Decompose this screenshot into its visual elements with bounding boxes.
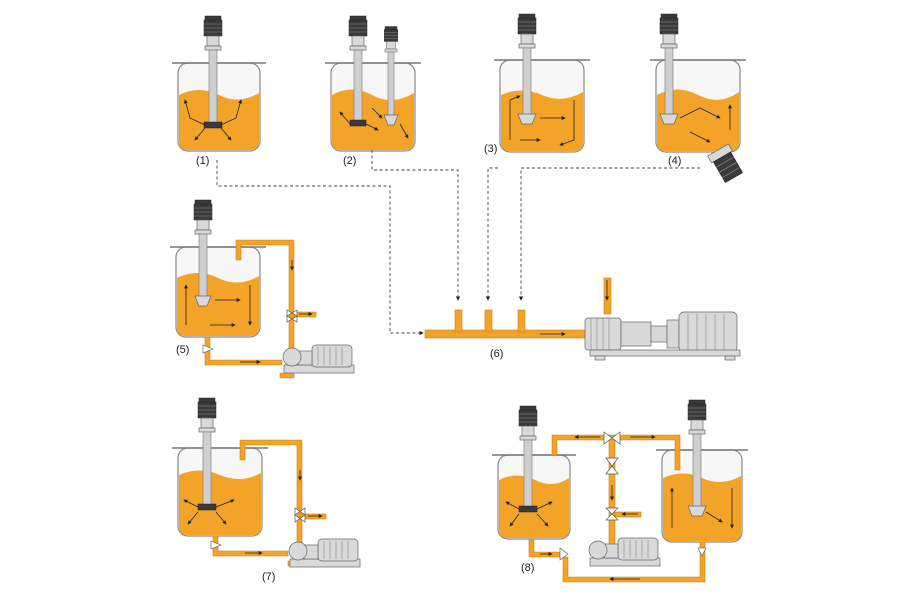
label-8: (8) (521, 562, 534, 574)
label-4: (4) (668, 155, 681, 167)
valve-icon (603, 431, 621, 445)
agitator-icon (203, 121, 223, 129)
motor-icon (659, 13, 679, 49)
valve-icon (559, 547, 569, 561)
tank-8-left (492, 405, 576, 540)
valve-icon (210, 540, 222, 550)
inline-mixer-manifold (424, 277, 741, 361)
valve-icon (202, 344, 214, 354)
label-5: (5) (176, 344, 189, 356)
pipe-network-8 (528, 431, 707, 583)
tank-2 (325, 15, 421, 152)
motor-icon (348, 15, 368, 51)
dashed-connections (216, 150, 700, 336)
propeller-icon (517, 113, 537, 125)
motor-icon (197, 397, 217, 433)
agitator-icon (518, 505, 538, 513)
bottom-mixer-icon (707, 143, 744, 184)
valve-icon (697, 547, 707, 557)
propeller-icon (659, 113, 679, 125)
tank-1 (172, 15, 266, 152)
label-1: (1) (196, 155, 209, 167)
label-2: (2) (343, 155, 356, 167)
pump-icon (288, 538, 361, 568)
tank-5 (170, 199, 266, 338)
propeller-icon (383, 114, 399, 126)
label-7: (7) (262, 571, 275, 583)
motor-icon (517, 13, 537, 49)
tank-7 (172, 397, 268, 537)
pump-icon (282, 344, 355, 374)
motor-icon (383, 26, 399, 53)
propeller-icon (194, 295, 212, 307)
pump-icon (588, 537, 661, 567)
motor-icon (193, 199, 213, 235)
pipe-loop-7 (210, 439, 327, 567)
motor-icon (518, 405, 538, 441)
motor-icon (203, 15, 223, 51)
label-6: (6) (490, 348, 503, 360)
inline-mixer-icon (584, 311, 741, 361)
tank-3 (494, 13, 590, 153)
tank-4 (650, 13, 746, 184)
agitator-icon (349, 119, 367, 127)
valve-icon (294, 507, 306, 523)
motor-icon (687, 399, 707, 435)
agitator-icon (197, 503, 217, 511)
propeller-icon (687, 505, 707, 517)
valve-icon (605, 457, 619, 475)
valve-icon (605, 507, 619, 521)
valve-icon (286, 309, 298, 323)
tank-8-right (656, 399, 748, 543)
label-3: (3) (484, 143, 497, 155)
